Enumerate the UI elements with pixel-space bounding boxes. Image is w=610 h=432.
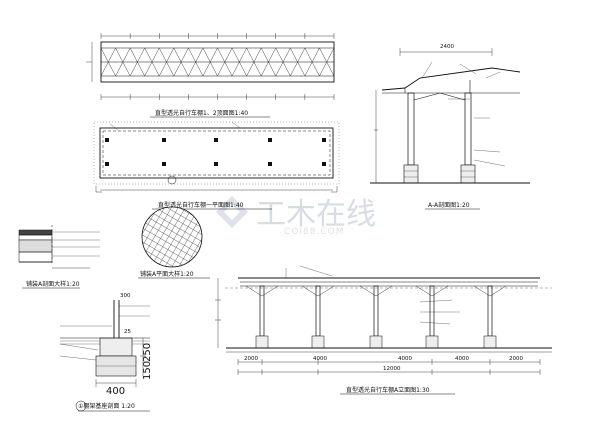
- foundation-dim-height-b: 150: [142, 361, 153, 380]
- elevation-dim-2: 4000: [398, 356, 412, 362]
- foundation-leaders: [59, 305, 150, 361]
- watermark-text: 工木在线: [256, 197, 376, 232]
- foundation-dim-top: 300: [120, 293, 131, 299]
- elevation-dimensions: 2000 4000 4000 4000 2000: [237, 356, 541, 375]
- elevation-dim-total: 12000: [383, 366, 401, 372]
- elevation-title: 直型透光自行车棚A立面图1:30: [346, 386, 430, 394]
- paving-plan: [141, 206, 203, 268]
- foundation-dim-width: 400: [106, 386, 125, 397]
- watermark-logo-icon: [216, 196, 248, 228]
- foundation-title: ①棚架基座剖面 1:20: [78, 402, 135, 410]
- top-plan: [86, 33, 335, 100]
- paving-section-leaders: [52, 231, 100, 257]
- foundation-dim-side: 25: [124, 329, 131, 335]
- watermark: 工木在线 COI88.COM: [216, 196, 376, 237]
- elevation-dim-1: 4000: [313, 356, 327, 362]
- foundation-dim-height-a: 250: [142, 343, 153, 362]
- elevation: [215, 265, 552, 373]
- section-aa-title: A-A剖面图1:20: [428, 201, 470, 209]
- section-aa-dim-top: 2400: [440, 44, 454, 50]
- section-aa: [370, 48, 530, 184]
- elevation-dim-4: 2000: [509, 356, 523, 362]
- floor-plan: [93, 121, 340, 193]
- paving-section-title: 铺装A剖面大样1:20: [26, 280, 80, 288]
- elevation-dim-0: 2000: [244, 356, 258, 362]
- elevation-dim-3: 4000: [455, 356, 469, 362]
- foundation-section: [60, 300, 150, 387]
- paving-section: [18, 225, 90, 269]
- section-aa-leaders: [421, 61, 506, 167]
- floor-plan-title: 直型透光自行车棚一平面图1:40: [158, 201, 244, 209]
- floor-plan-leaders: [109, 121, 241, 131]
- top-plan-title: 直型透光自行车棚1、2顶面图1:40: [155, 109, 248, 117]
- paving-plan-title: 铺装A平面大样1:20: [140, 270, 194, 278]
- watermark-subtext: COI88.COM: [284, 227, 344, 237]
